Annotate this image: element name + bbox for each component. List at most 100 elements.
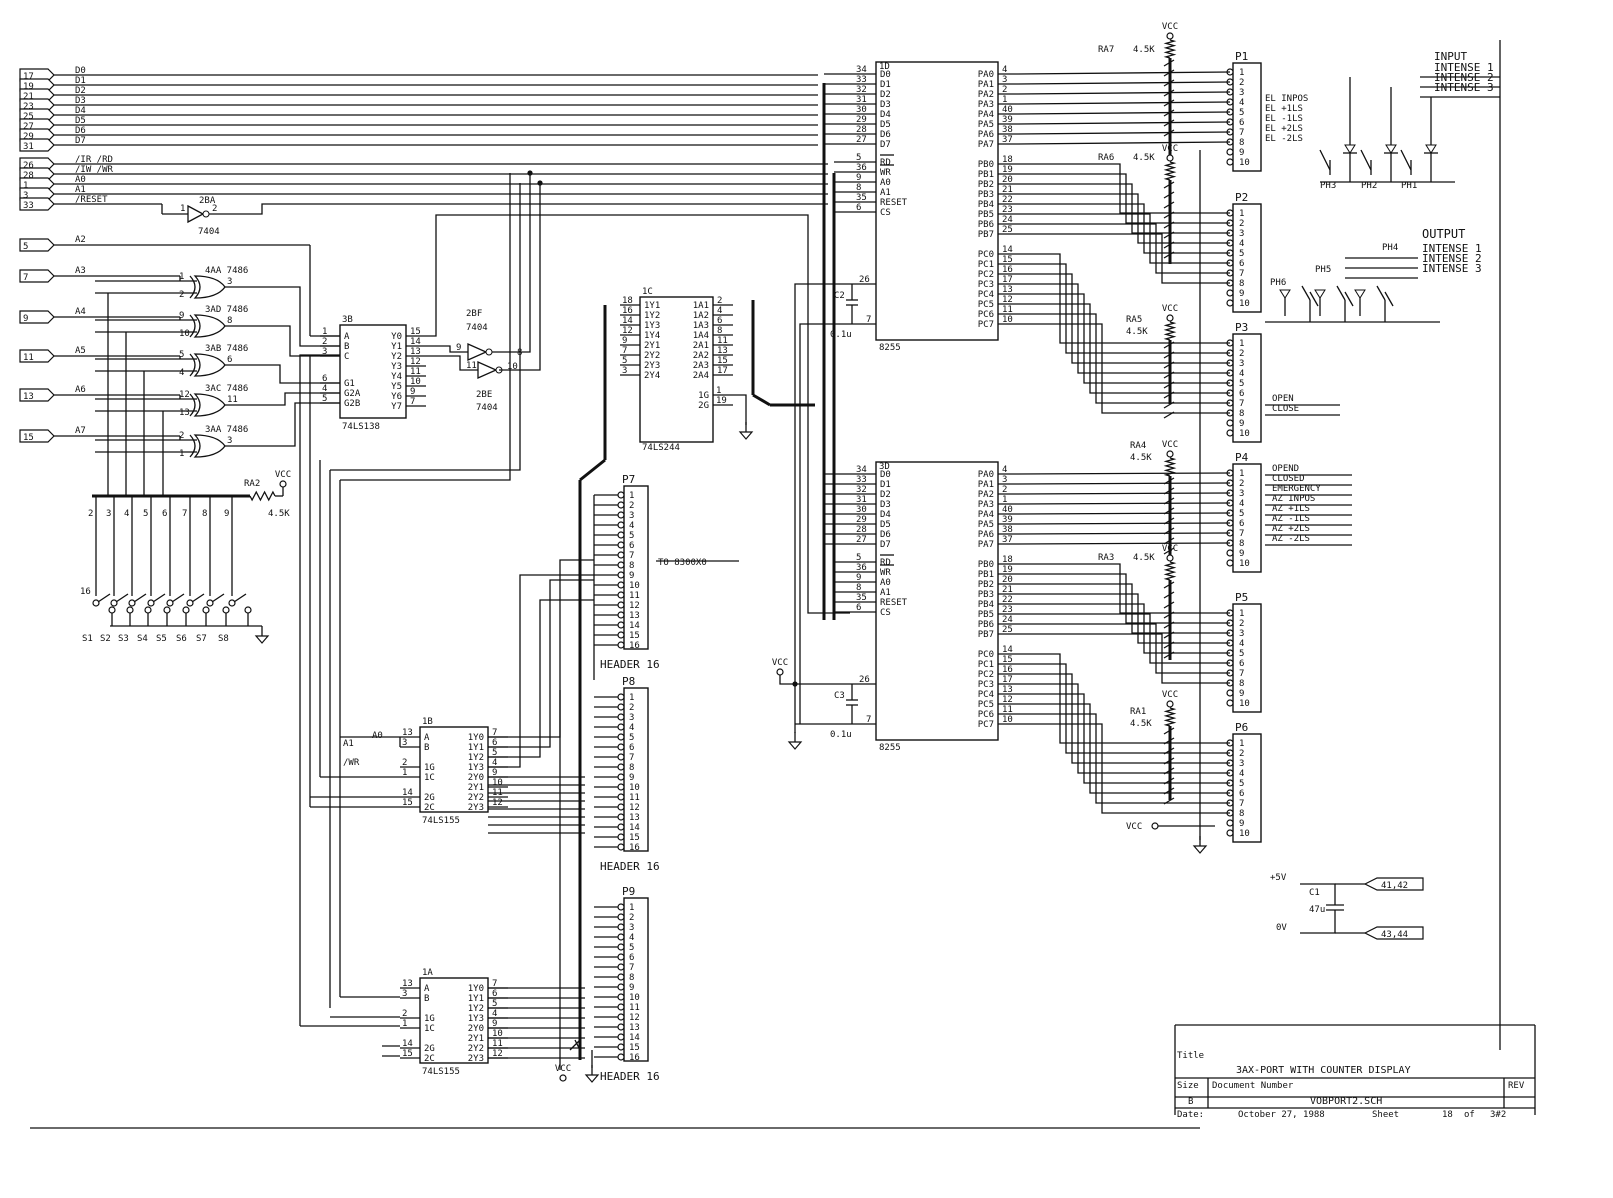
port-shape [19,138,55,152]
opto-ref: PH2 [1361,181,1377,191]
wire [330,183,521,471]
wire [1018,203,1230,254]
port-pin-number: 7 [23,273,28,283]
inverter-ref: 2BF [466,309,482,319]
xor-arc [189,353,196,377]
p4-label: EMERGENCY [1272,484,1321,494]
pin-number: 7 [629,963,634,973]
resnet-tap [1163,787,1175,795]
ic-ref: 1D [879,62,890,72]
pin-number: 11 [629,793,640,803]
opto-ref: PH5 [1315,265,1331,275]
vcc-label: VCC [1162,144,1178,154]
header-pin [617,1003,625,1011]
switch-contact [202,606,210,614]
pin-number: 3 [1002,75,1007,85]
pin-name: PB5 [978,210,994,220]
vcc-icon: VCC [275,470,291,488]
pin-name: D6 [880,530,891,540]
pin-number: 1 [629,491,634,501]
pin-name: PA7 [978,540,994,550]
pin-name: 2Y2 [644,351,660,361]
pin-number: 13 [402,979,413,989]
pin-number: 21 [1002,185,1013,195]
wire [1018,253,1230,344]
ic-ref: 3B [342,315,353,325]
pin-number: 3 [1239,359,1244,369]
header-pin [617,511,625,519]
switch-label: S6 [176,634,187,644]
opto-ref: PH6 [1270,278,1286,288]
ground-triangle [738,431,754,440]
pin-number: 37 [1002,535,1013,545]
pin-number: 15 [629,631,640,641]
inverter-part: 7404 [476,403,498,413]
wire [488,574,594,768]
pin-number: 8 [1239,539,1244,549]
resnet-tap [1163,119,1175,127]
header-pin [617,551,625,559]
port-pin-number: 9 [23,314,28,324]
pin-number: 13 [629,813,640,823]
pin-number: 9 [179,311,184,321]
vcc-icon: VCC [772,658,788,676]
resnet-tap [1163,79,1175,87]
pin-name: Y3 [391,362,402,372]
wire [794,283,852,733]
header-pin [617,903,625,911]
pin-name: PC4 [978,690,994,700]
header-pin [617,531,625,539]
switch-lever [191,593,205,603]
header-pin [1226,819,1234,827]
pin-number: 6 [1239,519,1244,529]
pin-number: 9 [492,1019,497,1029]
header-pin [1226,289,1234,297]
wire [1017,101,1231,105]
ic-part: 74LS138 [342,422,380,432]
opto-ref: PH4 [1382,243,1398,253]
pin-number: 8 [856,583,861,593]
wire [488,559,594,738]
xor-body [193,434,226,458]
pin-number: 3 [629,923,634,933]
wire [1344,291,1354,307]
pin-name: Y4 [391,372,402,382]
pin-number: 14 [1002,245,1013,255]
addr-net-label: A2 [75,235,86,245]
pin-number: 39 [1002,515,1013,525]
pin-number: 1 [179,272,184,282]
p4-label: AZ -2LS [1272,534,1310,544]
header-body [1232,733,1262,843]
inverter-part: 7404 [466,323,488,333]
pin-number: 6 [492,989,497,999]
pin-number: 11 [466,361,477,371]
pin-number: 2 [717,296,722,306]
pin-name: PB3 [978,190,994,200]
wire [779,675,852,685]
pin-number: 10 [1002,715,1013,725]
header-ref: P1 [1235,50,1248,63]
pin-name: PC1 [978,260,994,270]
pin-name: Y5 [391,382,402,392]
resistor-ref: RA3 [1098,553,1114,563]
header-ref: P9 [622,885,635,898]
pin-number: 3 [227,277,232,287]
optocoupler-icon: PH2 [1360,87,1398,191]
wire [488,599,594,758]
resnet-tap [1163,581,1175,589]
pin-number: 15 [629,1043,640,1053]
header-ref: P8 [622,675,635,688]
pin-name: D0 [880,70,891,80]
pin-number: 6 [717,316,722,326]
switch-label: S4 [137,634,148,644]
pin-number: 35 [856,193,867,203]
pin-number: 5 [1239,108,1244,118]
pin-number: 3 [1239,229,1244,239]
pin-number: 10 [629,581,640,591]
cap-ref: C2 [834,291,845,301]
vcc-ring [1166,154,1174,162]
